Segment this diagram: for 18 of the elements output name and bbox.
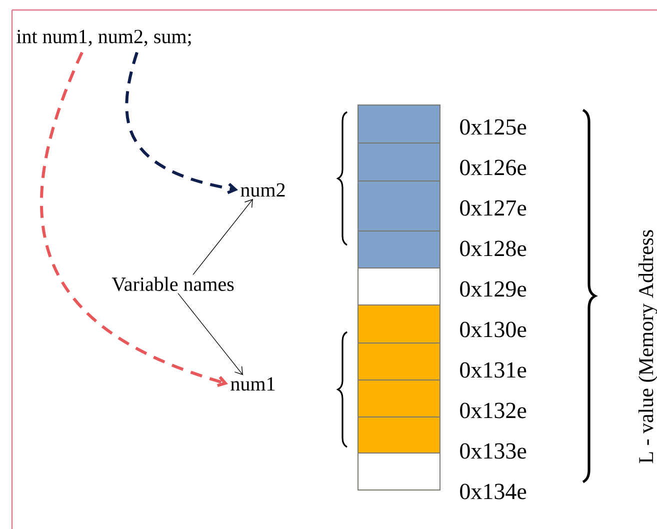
variable-text: num1 [230,377,275,391]
variable-text: Variable names [112,276,234,292]
address-label: 0x125e [460,119,526,135]
arrow [192,198,253,276]
address-label: 0x134e [460,484,526,500]
arrow [178,292,243,376]
address-label: 0x126e [460,160,526,176]
arrow [40,52,228,388]
address-label: 0x131e [460,362,526,378]
address-label: 0x127e [460,200,526,216]
address-label: 0x128e [460,240,526,256]
arrow [125,52,238,194]
address-label: 0x130e [460,322,526,338]
address-label: 0x133e [460,443,526,459]
address-label: 0x129e [460,281,526,297]
variable-text: num2 [240,183,285,197]
address-label: 0x132e [460,402,526,418]
variable-text: int num1, num2, sum; [16,30,191,46]
